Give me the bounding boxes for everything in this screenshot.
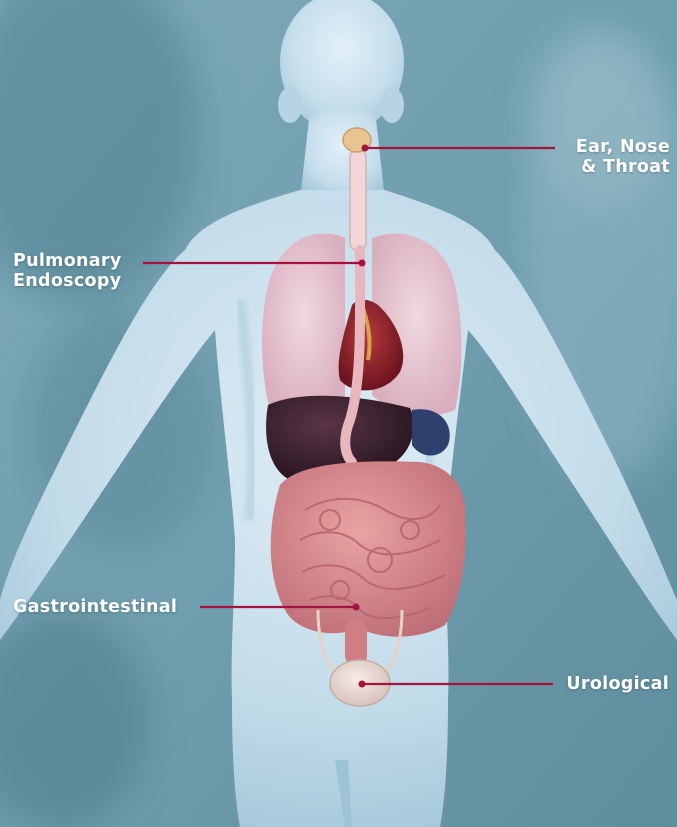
- label-urological: Urological: [556, 674, 669, 694]
- connector-gastro-dot: [353, 604, 360, 611]
- connector-ent-dot: [362, 145, 369, 152]
- label-gastrointestinal: Gastrointestinal: [13, 597, 177, 617]
- connector-pulmonary-dot: [359, 260, 366, 267]
- label-gastro-text: Gastrointestinal: [13, 597, 177, 617]
- connector-uro-dot: [359, 681, 366, 688]
- label-ear-nose-throat: Ear, Nose & Throat: [560, 137, 670, 177]
- rectum: [345, 620, 367, 665]
- label-uro-text: Urological: [556, 674, 669, 694]
- label-pulmonary-endoscopy: Pulmonary Endoscopy: [13, 251, 122, 291]
- trachea: [350, 150, 366, 250]
- label-pulmonary-line1: Pulmonary: [13, 251, 122, 271]
- label-ent-line1: Ear, Nose: [560, 137, 670, 157]
- label-pulmonary-line2: Endoscopy: [13, 271, 122, 291]
- label-ent-line2: & Throat: [560, 157, 670, 177]
